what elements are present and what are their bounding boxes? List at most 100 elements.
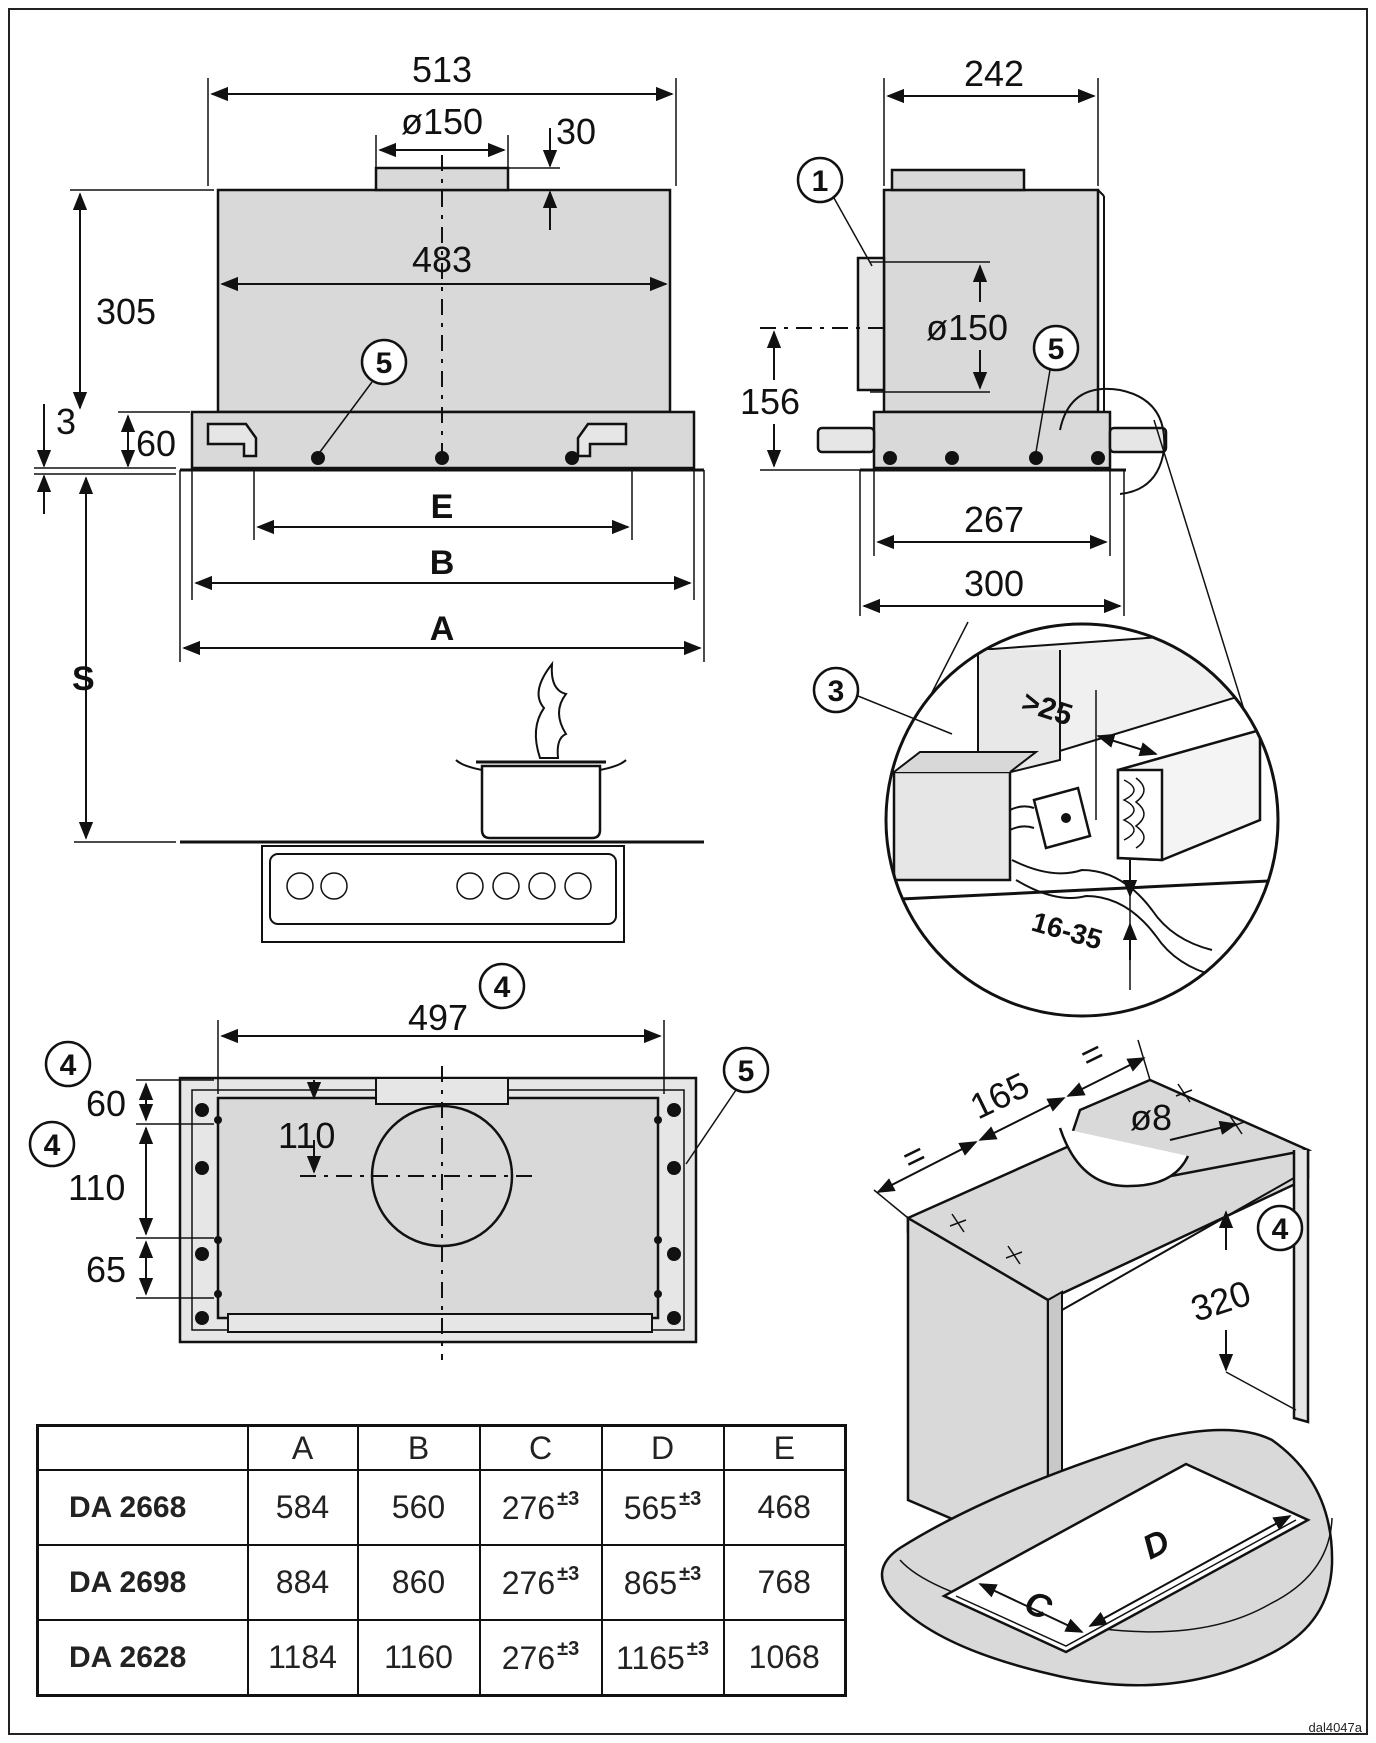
table-cell: 276±3 (478, 1619, 603, 1697)
dim-3: 3 (56, 401, 76, 442)
table-header: C (478, 1424, 603, 1471)
label-b: B (430, 544, 455, 582)
dim-305: 305 (96, 291, 156, 332)
dim-513: 513 (412, 49, 472, 90)
front-hole (311, 451, 325, 465)
table-cell: 276±3 (478, 1469, 603, 1546)
callout-3 (812, 666, 860, 714)
table-header: B (356, 1424, 481, 1471)
table-header (36, 1424, 249, 1471)
dim-300: 300 (964, 563, 1024, 604)
table-cell: 276±3 (478, 1544, 603, 1621)
svg-text:4: 4 (44, 1129, 61, 1162)
template-view: = 165 = ø8 4 320 C D (873, 1031, 1334, 1687)
label-s: S (72, 660, 95, 698)
callout-1 (796, 156, 844, 204)
dim-duct-150: ø150 (401, 101, 483, 142)
table-row: DA 2668 584 560 276±3 565±3 468 (36, 1469, 847, 1546)
callout-4-top (478, 962, 526, 1010)
callout-5-front (360, 338, 408, 386)
table-cell: 768 (722, 1544, 847, 1621)
callout-4-left-b (28, 1120, 76, 1168)
model-name: DA 2668 (36, 1469, 249, 1546)
dim-242: 242 (964, 53, 1024, 94)
cooking-pot (480, 764, 602, 840)
dim-110-bottom: 110 (68, 1167, 125, 1208)
table-header-row: A B C D E (36, 1424, 847, 1471)
table-cell: 865±3 (600, 1544, 725, 1621)
dim-60-bottom: 60 (86, 1083, 126, 1124)
svg-text:4: 4 (60, 1049, 77, 1082)
callout-4-template (1256, 1204, 1304, 1252)
table-header: D (600, 1424, 725, 1471)
front-clamp-right (576, 422, 628, 458)
table-cell: 860 (356, 1544, 481, 1621)
table-header: E (722, 1424, 847, 1471)
table-cell: 584 (246, 1469, 359, 1546)
svg-text:4: 4 (1272, 1213, 1289, 1246)
svg-text:5: 5 (738, 1055, 755, 1088)
hob-control-panel (269, 853, 617, 925)
reference-code: dal4047a (1308, 1720, 1363, 1735)
detail-view: >25 16-35 3 (812, 622, 1280, 1018)
table-cell: 884 (246, 1544, 359, 1621)
dim-hole-8: ø8 (1130, 1097, 1172, 1138)
detail-marker (1059, 387, 1166, 495)
dim-156: 156 (740, 381, 800, 422)
hob-knob (492, 872, 520, 900)
table-cell: 468 (722, 1469, 847, 1546)
steam-icon (534, 660, 568, 759)
model-name: DA 2628 (36, 1619, 249, 1697)
table-cell: 1165±3 (600, 1619, 725, 1697)
side-view: 242 1 ø150 156 5 267 300 (740, 53, 1265, 775)
side-clamp-left (816, 426, 876, 454)
label-e: E (431, 488, 454, 526)
table-cell: 565±3 (600, 1469, 725, 1546)
bottom-view: 497 4 5 110 60 110 65 4 4 (28, 962, 770, 1360)
drawing-frame (8, 8, 1368, 1735)
dimension-table: A B C D E DA 2668 584 560 276±3 565±3 46… (36, 1424, 847, 1697)
svg-text:4: 4 (494, 971, 511, 1004)
dim-320: 320 (1186, 1272, 1256, 1330)
callout-5-side (1032, 324, 1080, 372)
model-name: DA 2698 (36, 1544, 249, 1621)
svg-text:5: 5 (376, 347, 393, 380)
table-header: A (246, 1424, 359, 1471)
dim-483: 483 (412, 239, 472, 280)
dim-equal-right: = (1074, 1031, 1111, 1077)
hob-knob (528, 872, 556, 900)
front-housing (216, 188, 672, 414)
dim-60: 60 (136, 423, 176, 464)
front-clamp-left (206, 422, 258, 458)
table-cell: 1184 (246, 1619, 359, 1697)
dim-267: 267 (964, 499, 1024, 540)
hob-knob (286, 872, 314, 900)
side-duct-spigot (890, 168, 1026, 192)
table-cell: 1068 (722, 1619, 847, 1697)
callout-4-left-a (44, 1040, 92, 1088)
dim-65: 65 (86, 1249, 126, 1290)
hob-knob (456, 872, 484, 900)
hob-knob (564, 872, 592, 900)
dim-equal-left: = (896, 1133, 933, 1179)
svg-text:5: 5 (1048, 333, 1065, 366)
detail-circle (884, 622, 1280, 1018)
front-hole (565, 451, 579, 465)
callout-5-bottom (722, 1046, 770, 1094)
side-clamp-right (1108, 426, 1168, 454)
label-a: A (430, 610, 455, 648)
side-trim-frame (872, 410, 1112, 470)
table-row: DA 2628 1184 1160 276±3 1165±3 1068 (36, 1619, 847, 1697)
hob-knob (320, 872, 348, 900)
dim-30: 30 (556, 111, 596, 152)
front-view: 513 ø150 30 483 305 60 3 5 (34, 49, 705, 943)
svg-text:3: 3 (828, 675, 845, 708)
dim-497: 497 (408, 997, 468, 1038)
table-cell: 1160 (356, 1619, 481, 1697)
side-housing (882, 188, 1100, 414)
dim-side-duct-150: ø150 (926, 307, 1008, 348)
svg-text:1: 1 (812, 165, 829, 198)
side-outlet (856, 256, 886, 392)
dim-110-center: 110 (278, 1115, 335, 1156)
